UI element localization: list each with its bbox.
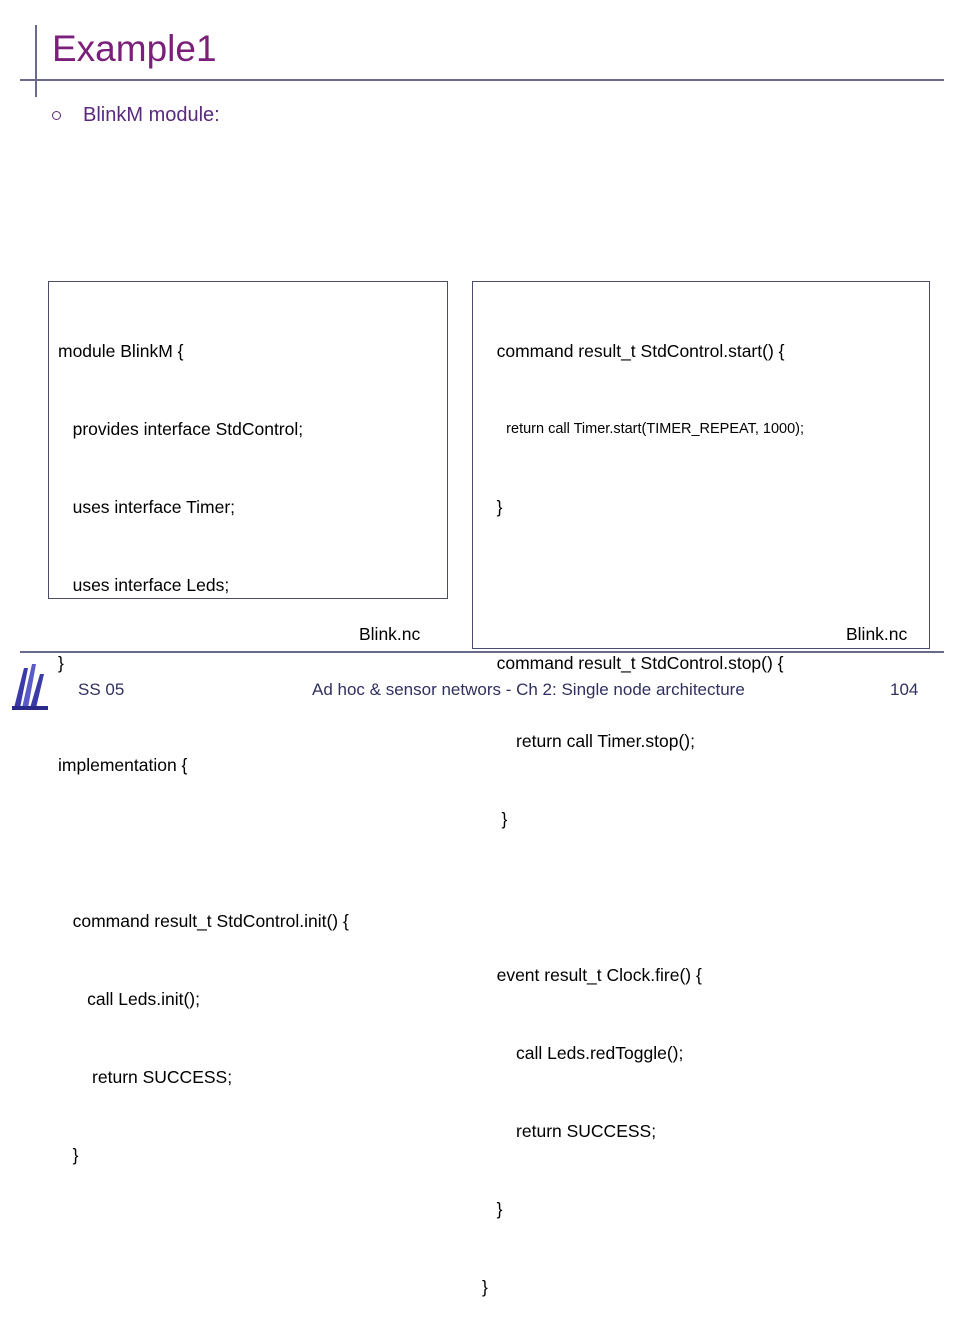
- code-line: uses interface Timer;: [58, 497, 236, 517]
- code-line: event result_t Clock.fire() {: [482, 965, 702, 985]
- code-line: call Leds.redToggle();: [482, 1043, 684, 1063]
- code-line: module BlinkM {: [58, 341, 184, 361]
- code-line: return SUCCESS;: [58, 1067, 233, 1087]
- code-box-left: [48, 281, 448, 599]
- code-line: command result_t StdControl.start() {: [482, 341, 785, 361]
- code-line: }: [58, 653, 64, 673]
- code-line: }: [482, 809, 508, 829]
- code-line: provides interface StdControl;: [58, 419, 304, 439]
- code-right: command result_t StdControl.start() { re…: [482, 286, 804, 1326]
- code-line: call Leds.init();: [58, 989, 200, 1009]
- code-line: return SUCCESS;: [482, 1121, 657, 1141]
- code-line: implementation {: [58, 755, 188, 775]
- code-line: return call Timer.stop();: [482, 731, 695, 751]
- code-line: [482, 884, 804, 910]
- footer-term: SS 05: [78, 680, 125, 699]
- filename-right: Blink.nc: [846, 624, 908, 644]
- code-box-right: [472, 281, 930, 649]
- filename-left: Blink.nc: [359, 624, 421, 644]
- code-left: module BlinkM { provides interface StdCo…: [58, 286, 349, 1194]
- footer-course: Ad hoc & sensor networs - Ch 2: Single n…: [312, 680, 745, 699]
- code-line: command result_t StdControl.init() {: [58, 911, 349, 931]
- code-line: }: [482, 1199, 503, 1219]
- code-line: [58, 830, 349, 856]
- footer-rule: [20, 651, 944, 653]
- bullet-text: BlinkM module:: [83, 104, 220, 126]
- code-line: [482, 572, 804, 598]
- code-line: }: [482, 1277, 488, 1297]
- footer-page-number: 104: [890, 680, 919, 699]
- title-vertical-rule: [35, 25, 37, 97]
- title-horizontal-rule: [20, 79, 944, 81]
- code-line: }: [58, 1145, 79, 1165]
- university-logo-icon: [12, 664, 48, 710]
- code-line: uses interface Leds;: [58, 575, 230, 595]
- code-line: }: [482, 497, 503, 517]
- slide-title: Example1: [52, 28, 217, 69]
- code-line: return call Timer.start(TIMER_REPEAT, 10…: [482, 421, 805, 437]
- bullet-item: BlinkM module:: [52, 104, 220, 127]
- code-line: command result_t StdControl.stop() {: [482, 653, 784, 673]
- bullet-icon: [52, 111, 61, 120]
